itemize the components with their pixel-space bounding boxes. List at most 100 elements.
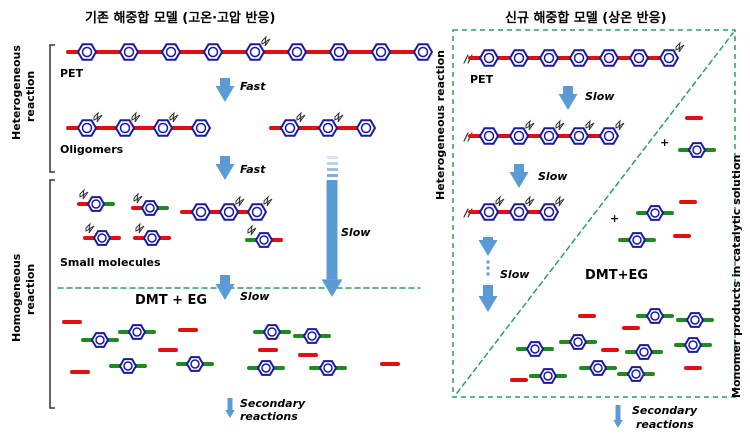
dotted-arrow-dot	[486, 260, 490, 264]
left-arrow-secondary-shaft	[227, 398, 233, 410]
benzene-ring	[355, 119, 377, 137]
benzene-ring	[76, 119, 98, 137]
lightning-icon	[247, 224, 257, 236]
benzene-ring-inner	[360, 122, 372, 134]
benzene-ring-inner	[483, 206, 495, 218]
benzene-ring-inner	[530, 344, 540, 354]
left-products-label: DMT + EG	[135, 293, 208, 308]
left-hetero-label-1: Heterogeneous	[10, 45, 23, 140]
right-diagonal-divider	[456, 32, 734, 394]
left-pet-label: PET	[60, 67, 84, 80]
benzene-ring	[508, 127, 530, 145]
left-fast-label-2: Fast	[240, 163, 266, 176]
left-arrow-fast-1-shaft	[220, 78, 230, 86]
benzene-ring	[114, 119, 136, 137]
benzene-ring-inner	[322, 122, 334, 134]
benzene-ring-inner	[251, 206, 263, 218]
benzene-ring-inner	[543, 130, 555, 142]
benzene-ring-inner	[375, 46, 387, 58]
benzene-ring	[568, 127, 590, 145]
lightning-icon	[525, 119, 535, 131]
lightning-icon	[235, 195, 245, 207]
benzene-ring-inner	[97, 233, 107, 243]
cut-mark	[463, 132, 469, 142]
right-arrow-secondary-shaft	[615, 405, 621, 420]
benzene-ring-inner	[573, 52, 585, 64]
right-slow-label-2: Slow	[538, 170, 568, 183]
benzene-ring	[140, 200, 160, 216]
benzene-ring-inner	[267, 327, 277, 337]
benzene-ring-inner	[195, 122, 207, 134]
benzene-ring	[279, 119, 301, 137]
benzene-ring	[538, 49, 560, 67]
lightning-icon	[585, 119, 595, 131]
right-arrow-slow-3b-head	[478, 296, 498, 312]
benzene-ring	[645, 205, 665, 221]
left-secondary-label-2: reactions	[240, 410, 298, 423]
benzene-ring-inner	[259, 235, 269, 245]
right-slow-label-3: Slow	[500, 268, 530, 281]
left-arrow-fast-2-shaft	[220, 156, 230, 164]
right-secondary-label-2: reactions	[636, 418, 694, 431]
benzene-ring	[525, 341, 545, 357]
benzene-ring	[152, 119, 174, 137]
benzene-ring-inner	[633, 52, 645, 64]
benzene-ring-inner	[483, 52, 495, 64]
benzene-ring	[328, 43, 350, 61]
benzene-ring	[244, 43, 266, 61]
benzene-ring	[538, 127, 560, 145]
benzene-ring	[658, 49, 680, 67]
lightning-icon	[615, 119, 625, 131]
benzene-ring	[160, 43, 182, 61]
benzene-ring	[568, 334, 588, 350]
benzene-ring-inner	[573, 337, 583, 347]
benzene-ring	[256, 360, 276, 376]
benzene-ring-inner	[132, 327, 142, 337]
benzene-ring	[218, 203, 240, 221]
benzene-ring	[412, 43, 434, 61]
right-arrow-slow-2-head	[509, 172, 529, 188]
benzene-ring	[90, 332, 110, 348]
benzene-ring-inner	[513, 206, 525, 218]
left-arrow-fast-2-head	[215, 164, 235, 180]
benzene-ring-inner	[223, 206, 235, 218]
right-secondary-label-1: Secondary	[632, 404, 698, 417]
right-arrow-slow-1-shaft	[563, 86, 573, 94]
left-small-molecules-label: Small molecules	[60, 256, 161, 269]
left-slow-arrow-fade	[327, 168, 338, 171]
benzene-ring	[568, 49, 590, 67]
benzene-ring-inner	[513, 52, 525, 64]
left-arrow-slow-long-shaft	[326, 180, 338, 280]
benzene-ring	[370, 43, 392, 61]
right-arrow-slow-3a-head	[478, 240, 498, 256]
benzene-ring	[538, 203, 560, 221]
right-products-label: DMT+EG	[585, 268, 649, 283]
lightning-icon	[85, 222, 95, 234]
lightning-icon	[334, 111, 344, 123]
benzene-ring-inner	[207, 46, 219, 58]
benzene-ring-inner	[333, 46, 345, 58]
lightning-icon	[261, 35, 271, 47]
benzene-ring	[685, 312, 705, 328]
left-secondary-label-1: Secondary	[240, 397, 306, 410]
benzene-ring-inner	[639, 347, 649, 357]
benzene-ring-inner	[632, 235, 642, 245]
benzene-ring	[598, 127, 620, 145]
benzene-ring-inner	[145, 203, 155, 213]
left-arrow-slow-long-head	[321, 279, 343, 297]
left-homo-bracket	[49, 179, 55, 409]
benzene-ring	[478, 49, 500, 67]
dotted-arrow-dot	[486, 272, 490, 276]
benzene-ring-inner	[123, 361, 133, 371]
benzene-ring	[202, 43, 224, 61]
benzene-ring	[118, 358, 138, 374]
benzene-ring	[598, 49, 620, 67]
benzene-ring	[588, 360, 608, 376]
lightning-icon	[79, 188, 89, 200]
lightning-icon	[131, 111, 141, 123]
benzene-ring-inner	[543, 52, 555, 64]
benzene-ring-inner	[165, 46, 177, 58]
left-arrow-fast-1-head	[215, 86, 235, 102]
